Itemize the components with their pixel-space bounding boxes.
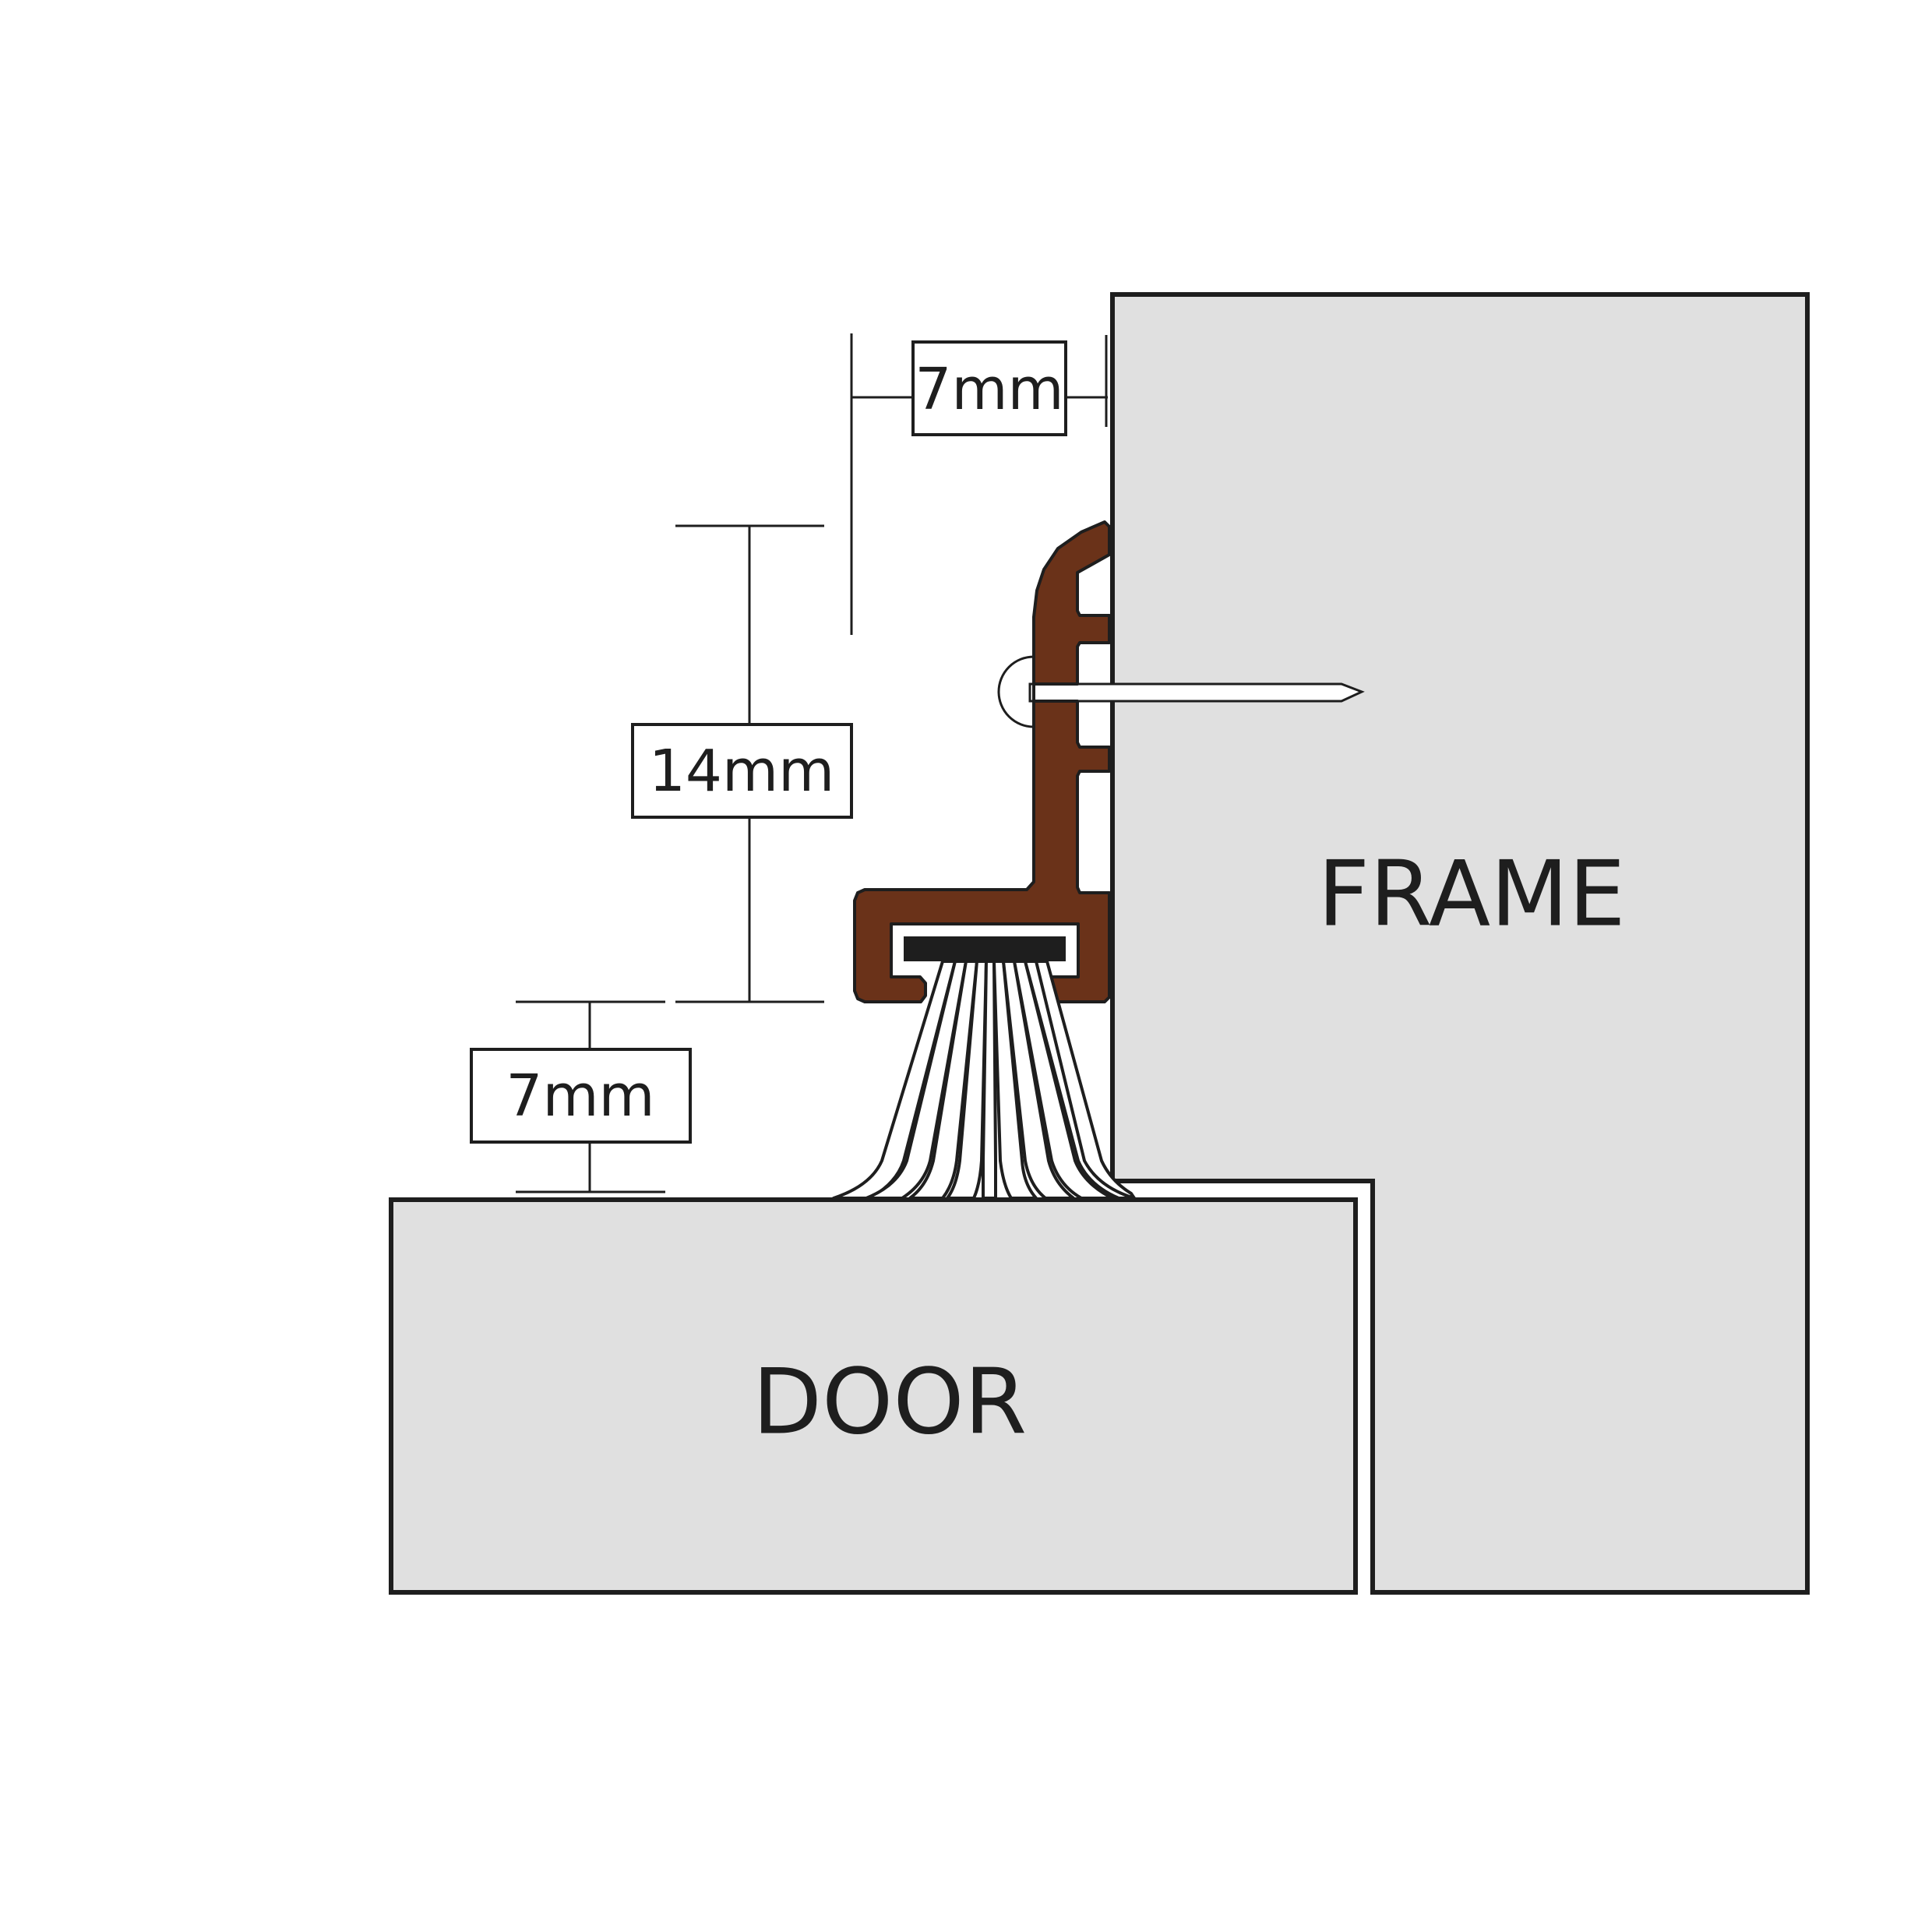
dimension-top-gap: 7mm	[850, 333, 1108, 635]
screw-shank	[1028, 682, 1365, 703]
dimension-profile-height-box	[631, 723, 853, 819]
frame-label: FRAME	[1317, 842, 1625, 947]
dimension-profile-height: 14mm	[631, 524, 853, 1003]
brush-holder	[904, 936, 1066, 961]
dimension-top-gap-label: 7mm	[915, 356, 1063, 423]
dimension-top-gap-box	[911, 340, 1067, 436]
door-label: DOOR	[753, 1350, 1028, 1455]
dimension-bristle-gap-box	[470, 1048, 692, 1144]
dimension-bristle-gap-label: 7mm	[506, 1063, 654, 1130]
door-panel	[389, 1197, 1358, 1595]
dimension-bristle-gap: 7mm	[470, 1000, 692, 1193]
dimension-profile-height-label: 14mm	[649, 738, 834, 805]
seal-profile	[853, 520, 1111, 1003]
brush-bristles	[832, 960, 1136, 1200]
screw	[997, 655, 1365, 728]
